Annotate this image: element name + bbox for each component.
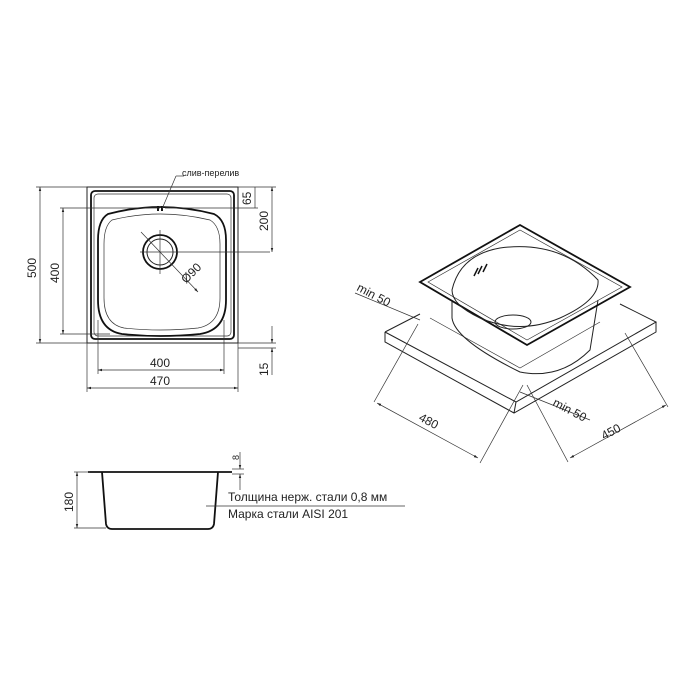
bowl-body <box>451 299 599 375</box>
bowl-outline <box>97 206 227 337</box>
dim-rim-to-overflow: 65 <box>240 191 254 205</box>
dim-min-right: min 50 <box>551 395 590 424</box>
dim-rim-height: 8 <box>231 455 241 460</box>
dim-total-width: 470 <box>150 374 170 388</box>
top-view: Ø90 слив-перелив 500 400 65 200 15 400 4… <box>25 168 276 392</box>
dim-cutout-length: 480 <box>417 410 442 432</box>
dim-total-length: 500 <box>25 258 39 278</box>
dim-rim-to-drain: 200 <box>257 211 271 231</box>
overflow-label: слив-перелив <box>182 168 239 178</box>
dim-depth: 180 <box>62 492 76 512</box>
note-steel-grade: Марка стали AISI 201 <box>228 507 348 521</box>
sink-flange <box>418 223 632 347</box>
countertop <box>384 303 658 403</box>
dim-bowl-length: 400 <box>48 263 62 283</box>
dim-drain-diameter: Ø90 <box>178 260 204 286</box>
sink-rim <box>90 190 235 340</box>
dim-min-left: min 50 <box>355 280 394 309</box>
dim-rim-offset: 15 <box>257 362 271 376</box>
note-steel-thickness: Толщина нерж. стали 0,8 мм <box>228 490 387 504</box>
drain-icon <box>494 314 532 330</box>
overflow-icon <box>157 206 159 211</box>
side-bowl <box>101 471 219 530</box>
dim-cutout-width: 450 <box>599 421 624 443</box>
sink-outline <box>86 186 239 344</box>
isometric-view: min 50 min 50 480 450 <box>355 223 669 464</box>
side-view: 180 8 Толщина нерж. стали 0,8 мм Марка с… <box>62 452 405 530</box>
dim-bowl-width: 400 <box>150 356 170 370</box>
